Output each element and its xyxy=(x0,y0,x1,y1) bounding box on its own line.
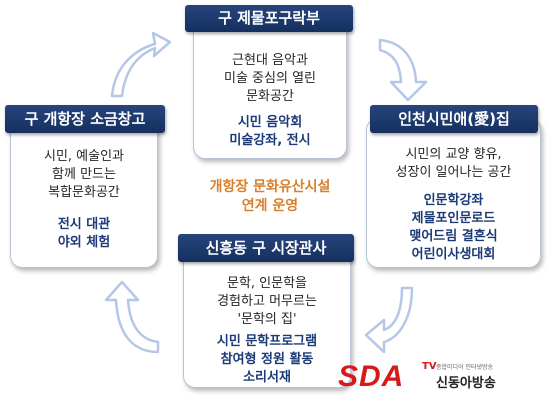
node-right-program: 어린이사생대회 xyxy=(411,247,496,262)
arrow-right-to-bottom xyxy=(364,286,414,354)
node-top-desc-line: 근현대 음악과 xyxy=(232,53,308,68)
broadcaster-watermark: SDA TV 종합미디어 인터넷방송 신동아방송 xyxy=(338,358,548,398)
center-label-line: 개항장 문화유산시설 xyxy=(209,179,331,195)
node-top-title: 구 제물포구락부 xyxy=(185,5,353,32)
center-label: 개항장 문화유산시설 연계 운영 xyxy=(160,178,380,216)
node-left-desc-line: 시민, 예술인과 xyxy=(43,149,125,164)
node-bottom-programs: 시민 문학프로그램 참여형 정원 활동 소리서재 xyxy=(183,333,351,387)
node-right-program: 인문학강좌 xyxy=(423,193,484,208)
arrow-bottom-to-left xyxy=(104,280,160,354)
node-bottom-title: 신흥동 구 시장관사 xyxy=(178,234,354,262)
arrow-top-to-right xyxy=(378,38,428,102)
node-left-title: 구 개항장 소금창고 xyxy=(5,105,165,133)
node-top-desc-line: 미술 중심의 열린 xyxy=(224,71,316,86)
node-left-program: 전시 대관 xyxy=(57,217,111,232)
node-top-program: 시민 음악회 xyxy=(237,115,303,130)
node-left-programs: 전시 대관 야외 체험 xyxy=(10,216,158,252)
node-bottom-desc-line: '문학의 집' xyxy=(237,312,297,327)
node-right-desc-line: 시민의 교양 향유, xyxy=(405,147,502,162)
node-bottom-desc-line: 문학, 인문학을 xyxy=(226,276,308,291)
watermark-logo: SDA xyxy=(338,360,405,393)
center-label-line: 연계 운영 xyxy=(241,198,299,214)
node-bottom-program: 소리서재 xyxy=(243,370,291,385)
watermark-name: 신동아방송 xyxy=(436,376,496,391)
node-left-desc-line: 함께 만드는 xyxy=(52,167,116,182)
node-left-program: 야외 체험 xyxy=(57,235,111,250)
node-right-programs: 인문학강좌 제물포인문로드 맺어드림 결혼식 어린이사생대회 xyxy=(366,192,541,264)
node-bottom-desc-line: 경험하고 머무르는 xyxy=(217,294,317,309)
node-top-desc-line: 문화공간 xyxy=(246,89,294,104)
node-right-program: 맺어드림 결혼식 xyxy=(409,229,498,244)
node-bottom-program: 참여형 정원 활동 xyxy=(220,352,314,367)
node-right-desc: 시민의 교양 향유, 성장이 일어나는 공간 xyxy=(366,146,541,182)
node-left-card xyxy=(10,118,158,268)
node-top-program: 미술강좌, 전시 xyxy=(229,133,311,148)
node-bottom-card xyxy=(183,247,351,388)
node-right-title: 인천시민애(愛)집 xyxy=(370,105,538,133)
node-bottom-program: 시민 문학프로그램 xyxy=(216,334,318,349)
node-bottom-desc: 문학, 인문학을 경험하고 머무르는 '문학의 집' xyxy=(183,275,351,329)
node-right-program: 제물포인문로드 xyxy=(411,211,496,226)
node-top-programs: 시민 음악회 미술강좌, 전시 xyxy=(193,114,347,150)
node-top-card xyxy=(193,20,347,159)
node-top-desc: 근현대 음악과 미술 중심의 열린 문화공간 xyxy=(193,52,347,106)
watermark-tv: TV xyxy=(422,361,437,372)
node-right-desc-line: 성장이 일어나는 공간 xyxy=(395,165,512,180)
node-left-desc: 시민, 예술인과 함께 만드는 복합문화공간 xyxy=(10,148,158,202)
watermark-subtitle: 종합미디어 인터넷방송 xyxy=(436,364,494,371)
arrow-left-to-top xyxy=(110,31,172,98)
node-left-desc-line: 복합문화공간 xyxy=(48,185,120,200)
